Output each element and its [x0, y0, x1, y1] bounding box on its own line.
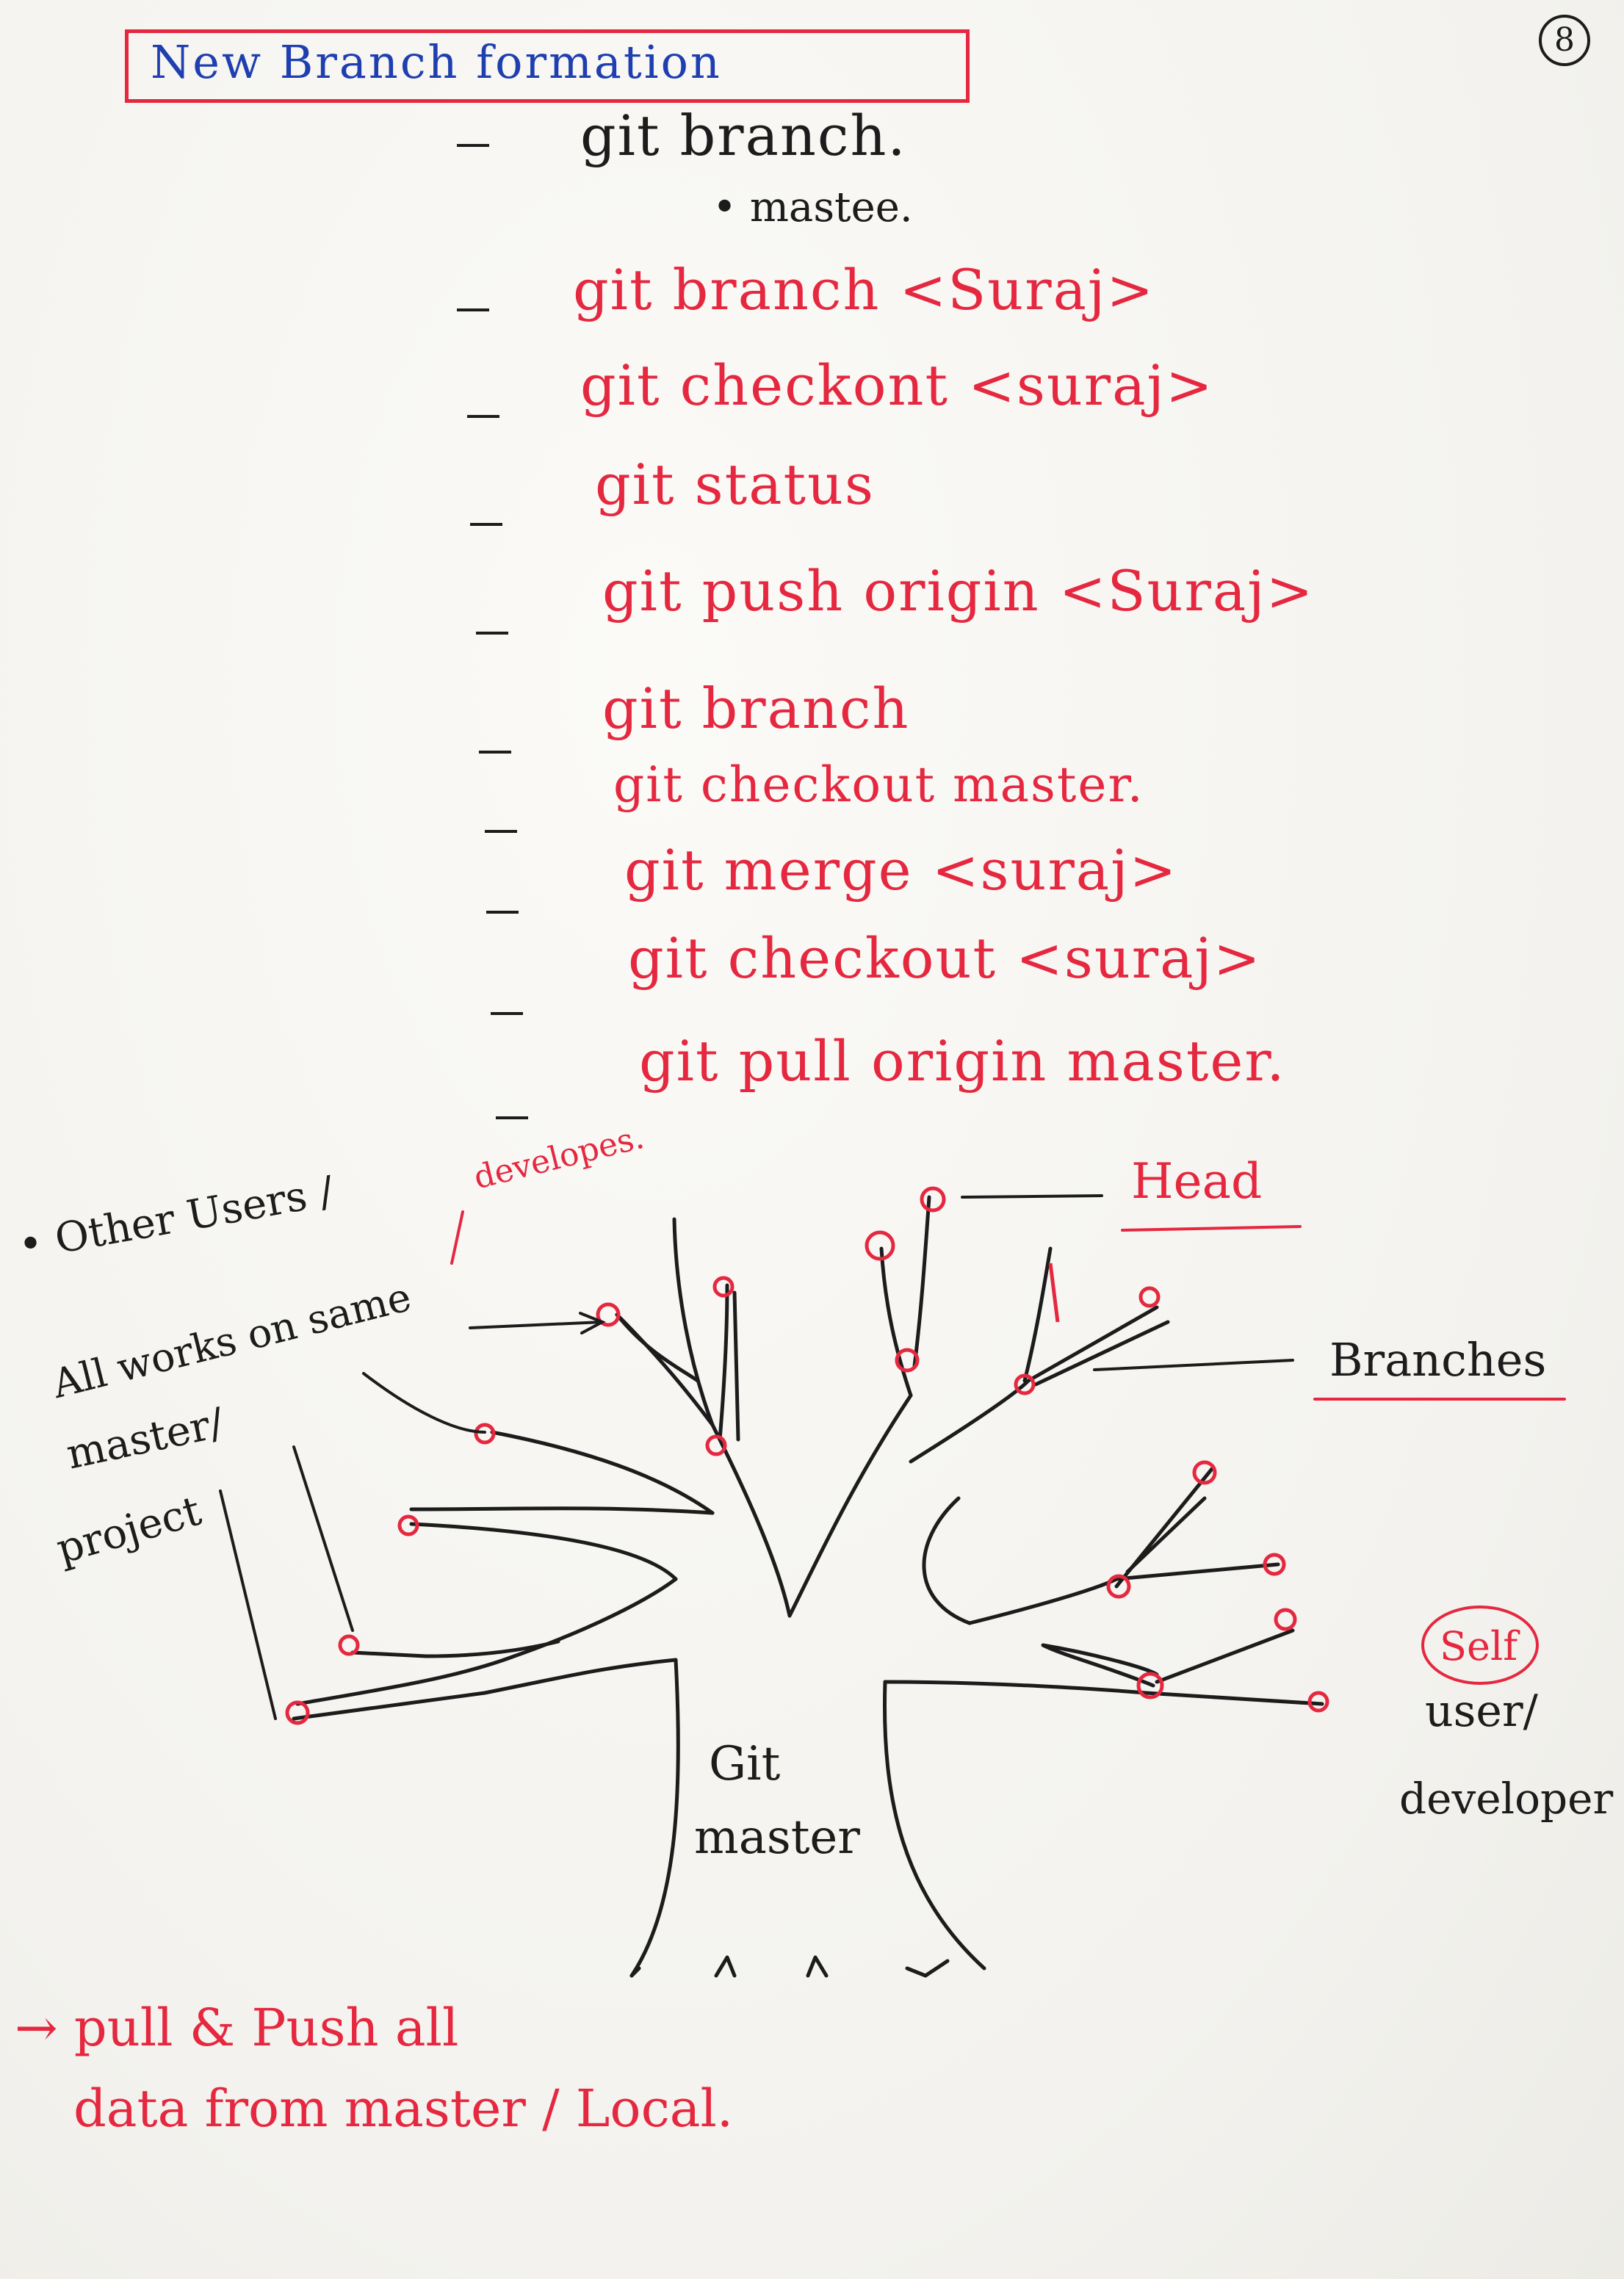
- footer-line2: data from master / Local.: [73, 2078, 734, 2139]
- command-line: git checkout master.: [613, 756, 1144, 813]
- command-line: git pull origin master.: [639, 1028, 1286, 1094]
- right-twig-low: [1155, 1628, 1295, 1684]
- command-line: git branch: [602, 676, 910, 741]
- trunk-label-master: master: [694, 1810, 860, 1865]
- central-fork: [710, 1393, 913, 1618]
- command-line: git merge <suraj>: [624, 837, 1178, 903]
- branch-node: [865, 1230, 895, 1261]
- self-desc-developer: developer: [1399, 1774, 1614, 1824]
- left-twig-low: [350, 1639, 560, 1658]
- command-line: git branch.: [580, 103, 907, 168]
- right-branch-low: [883, 1680, 1324, 1706]
- page-title: New Branch formation: [151, 35, 722, 89]
- bullet-dash: [485, 830, 517, 833]
- right-twig-a: [879, 1246, 913, 1398]
- left-branch-low: [292, 1658, 678, 1721]
- command-line: git checkout <suraj>: [628, 925, 1262, 991]
- trunk-label-git: Git: [709, 1737, 781, 1791]
- left-branch-mid-bottom: [409, 1522, 678, 1581]
- right-branch-upper: [909, 1305, 1159, 1464]
- right-twig-b: [1022, 1246, 1053, 1383]
- title-box: [125, 29, 970, 103]
- self-label: Self: [1440, 1623, 1518, 1669]
- trunk-left-edge: [629, 1658, 680, 1978]
- head-underline: [1121, 1225, 1302, 1232]
- footer-line1: → pull & Push all: [15, 1998, 459, 2058]
- mid-left-twig: [718, 1283, 729, 1442]
- bullet-dash: [496, 1116, 528, 1119]
- others-line-c: [219, 1489, 277, 1720]
- head-label: Head: [1131, 1153, 1263, 1210]
- command-line: git checkont <suraj>: [580, 353, 1214, 418]
- head-node: [920, 1186, 946, 1213]
- left-vertical-twig: [672, 1217, 715, 1427]
- bullet-dash: [457, 308, 489, 311]
- bullet-dash: [491, 1012, 523, 1015]
- branches-label: Branches: [1329, 1333, 1547, 1387]
- others-arrow: [469, 1321, 604, 1329]
- command-line: git push origin <Suraj>: [602, 558, 1315, 624]
- command-line: git branch <Suraj>: [573, 257, 1155, 322]
- command-line: git status: [595, 452, 875, 517]
- others-slash: [450, 1210, 464, 1265]
- bullet-dash: [479, 751, 511, 754]
- branches-pointer: [1093, 1359, 1294, 1371]
- head-pointer: [961, 1194, 1103, 1199]
- bullet-dash: [470, 523, 502, 526]
- trunk-right-edge: [883, 1680, 986, 1971]
- left-branch-low-top: [295, 1577, 678, 1706]
- bullet-dash: [476, 632, 508, 635]
- right-curve: [922, 1496, 972, 1625]
- page-number: 8: [1539, 15, 1590, 66]
- others-line-b: [292, 1445, 354, 1632]
- right-twig-head: [912, 1195, 931, 1368]
- others-line-a: [362, 1372, 486, 1434]
- roots: [629, 1955, 950, 1978]
- left-branch-upper: [490, 1430, 715, 1515]
- bullet-dash: [486, 911, 519, 914]
- command-output: • mastee.: [712, 184, 913, 231]
- bullet-dash: [467, 415, 499, 418]
- self-circle: [1421, 1606, 1539, 1685]
- right-branch-mid: [967, 1562, 1280, 1625]
- left-branch-mid-top: [409, 1506, 715, 1515]
- self-desc-user: user/: [1425, 1686, 1538, 1737]
- bullet-dash: [457, 144, 489, 147]
